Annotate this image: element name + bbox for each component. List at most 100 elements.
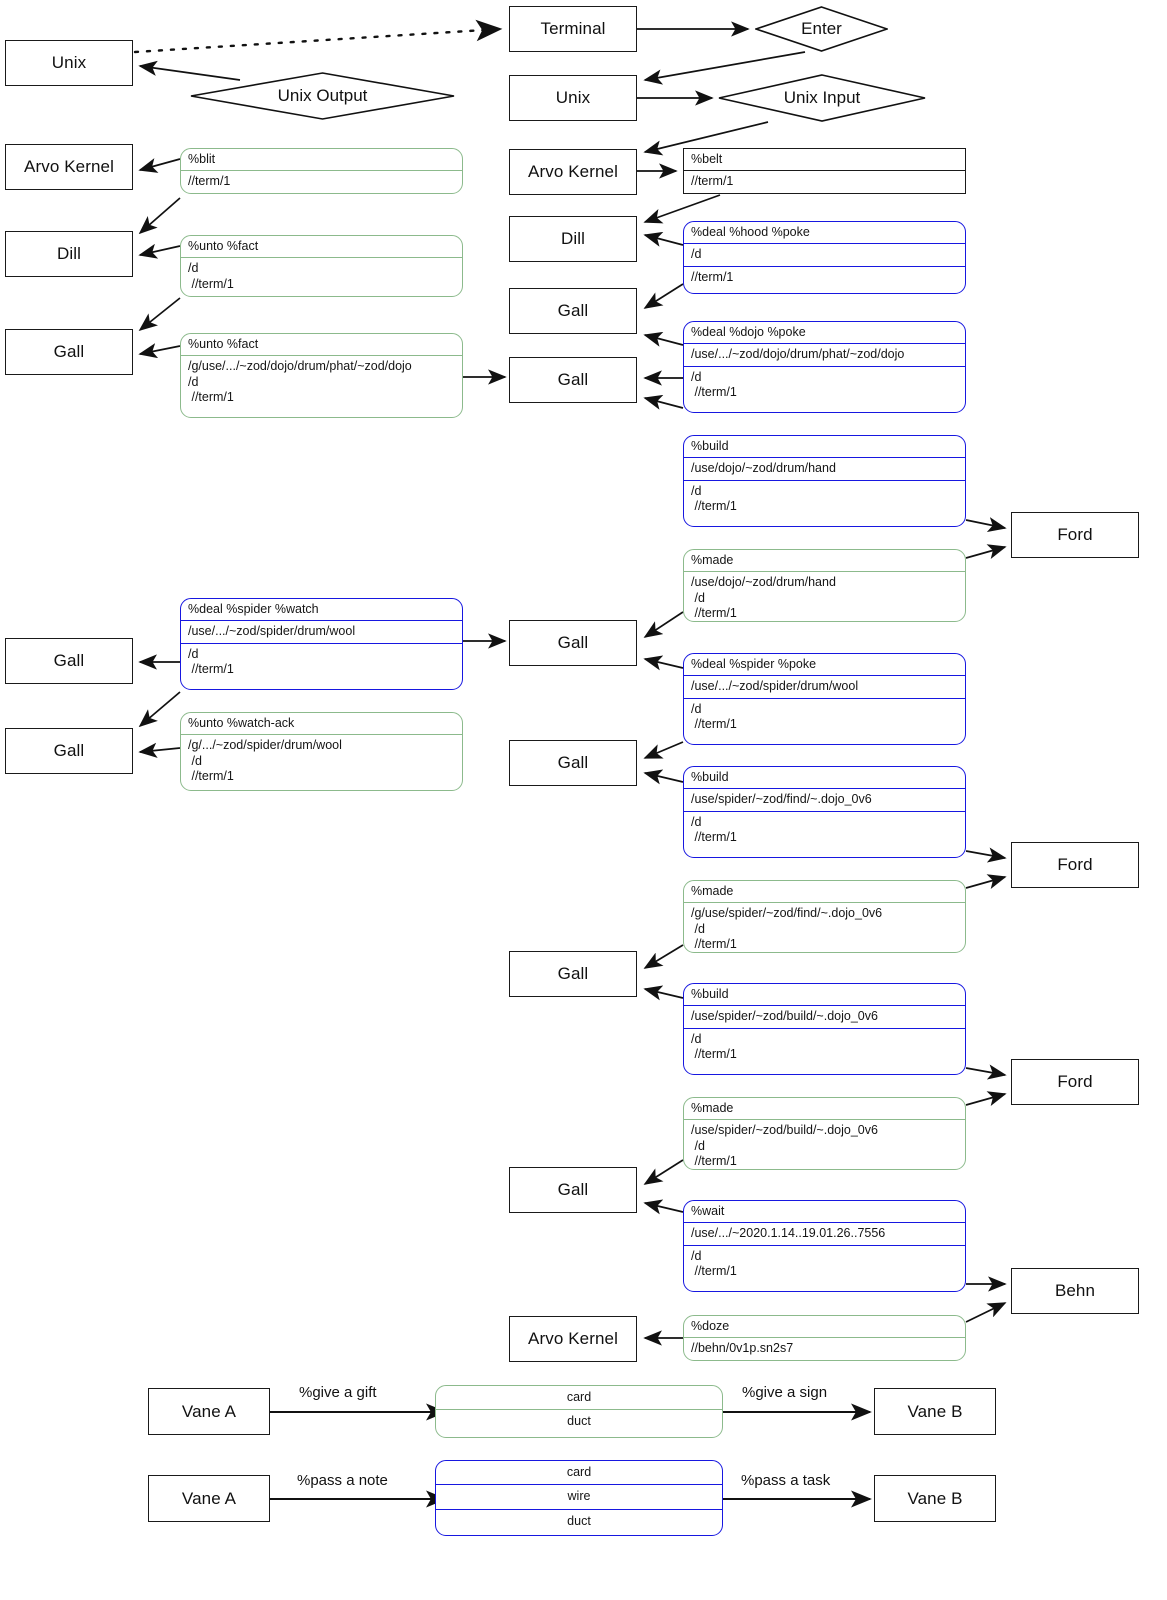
n-arvo-right: Arvo Kernel: [509, 149, 637, 195]
diamond-label: Unix Input: [783, 88, 861, 107]
c-deal-spider-poke: %deal %spider %poke/use/.../~zod/spider/…: [683, 653, 966, 745]
node-label: Vane A: [181, 1401, 237, 1421]
n-dill-left: Dill: [5, 231, 133, 277]
node-label: Terminal: [540, 19, 606, 38]
n-vane-a-1: Vane A: [148, 1388, 270, 1435]
n-gall-left-1: Gall: [5, 329, 133, 375]
node-label: Vane A: [181, 1488, 237, 1508]
c-unto-watch-ack: %unto %watch-ack/g/.../~zod/spider/drum/…: [180, 712, 463, 791]
node-label: Gall: [53, 342, 85, 361]
node-label: Arvo Kernel: [24, 157, 114, 176]
n-unix-right: Unix: [509, 75, 637, 121]
card-row: /g/use/spider/~zod/find/~.dojo_0v6 /d //…: [684, 902, 965, 952]
card-row: /d //term/1: [684, 810, 965, 849]
n-terminal: Terminal: [509, 6, 637, 52]
c-made-build: %made/use/spider/~zod/build/~.dojo_0v6 /…: [683, 1097, 966, 1170]
card-row: /d //term/1: [684, 1027, 965, 1066]
c-deal-hood: %deal %hood %poke/d//term/1: [683, 221, 966, 294]
node-label: Dill: [560, 229, 585, 248]
d-unix-input: Unix Input: [718, 74, 926, 122]
c-doze: %doze //behn/0v1p.sn2s7: [683, 1315, 966, 1361]
diamond-label: Unix Output: [277, 86, 368, 105]
card-row: %blit: [188, 152, 216, 166]
c-build-find: %build/use/spider/~zod/find/~.dojo_0v6/d…: [683, 766, 966, 858]
card-row: /use/.../~zod/dojo/drum/phat/~zod/dojo: [684, 343, 965, 365]
node-label: Arvo Kernel: [528, 1329, 618, 1348]
card-row: /d //term/1: [684, 1244, 965, 1283]
n-gall-r4: Gall: [509, 740, 637, 786]
card-row: /d //term/1: [684, 479, 965, 518]
card-row: /use/.../~zod/spider/drum/wool: [684, 675, 965, 697]
n-vane-b-1: Vane B: [874, 1388, 996, 1435]
diamond-label: Enter: [801, 19, 842, 38]
card-row: /g/use/.../~zod/dojo/drum/phat/~zod/dojo…: [181, 355, 462, 408]
card-row: /d //term/1: [181, 257, 462, 295]
n-gall-left-3: Gall: [5, 728, 133, 774]
card-row: %made: [691, 553, 734, 567]
card-row: /use/spider/~zod/build/~.dojo_0v6 /d //t…: [684, 1119, 965, 1169]
node-label: Gall: [557, 370, 589, 389]
card-row: %made: [691, 1101, 734, 1115]
card-row: %deal %hood %poke: [691, 225, 810, 239]
card-row: %made: [691, 884, 734, 898]
n-ford-2: Ford: [1011, 842, 1139, 888]
node-label: Ford: [1057, 525, 1093, 544]
node-label: Gall: [557, 301, 589, 320]
el-give-gift: %give a gift: [299, 1384, 377, 1401]
c-made-hand: %made/use/dojo/~zod/drum/hand /d //term/…: [683, 549, 966, 622]
node-label: Gall: [557, 964, 589, 983]
diamond-shape: [755, 6, 888, 52]
el-pass-note: %pass a note: [297, 1472, 388, 1489]
card-row: %doze: [691, 1319, 730, 1333]
node-label: Gall: [557, 753, 589, 772]
card-row: /use/dojo/~zod/drum/hand /d //term/1: [684, 571, 965, 621]
card-row: %build: [691, 439, 729, 453]
card-row: /d //term/1: [684, 365, 965, 404]
card-row: %unto %watch-ack: [188, 716, 295, 730]
card-row: wire: [436, 1484, 722, 1508]
d-unix-output: Unix Output: [190, 72, 455, 120]
card-row: //term/1: [684, 170, 965, 192]
diamond-shape: [190, 72, 455, 120]
card-row: %deal %spider %watch: [188, 602, 319, 616]
el-pass-task: %pass a task: [741, 1472, 831, 1489]
card-row: card: [566, 1390, 592, 1404]
card-row: /d //term/1: [684, 697, 965, 736]
card-row: //term/1: [684, 265, 965, 288]
card-row: /use/spider/~zod/find/~.dojo_0v6: [684, 788, 965, 810]
node-label: Ford: [1057, 855, 1093, 874]
el-give-sign: %give a sign: [742, 1384, 828, 1401]
node-label: Arvo Kernel: [528, 162, 618, 181]
c-build-build: %build/use/spider/~zod/build/~.dojo_0v6/…: [683, 983, 966, 1075]
diamond-shape: [718, 74, 926, 122]
card-row: %belt: [691, 152, 723, 166]
n-ford-1: Ford: [1011, 512, 1139, 558]
card-row: %wait: [691, 1204, 725, 1218]
n-dill-right: Dill: [509, 216, 637, 262]
card-row: %build: [691, 770, 729, 784]
c-deal-spider-watch: %deal %spider %watch/use/.../~zod/spider…: [180, 598, 463, 690]
node-label: Gall: [557, 1180, 589, 1199]
node-label: Unix: [555, 88, 591, 107]
card-row: duct: [436, 1508, 722, 1533]
card-row: /use/dojo/~zod/drum/hand: [684, 457, 965, 479]
node-label: Vane B: [907, 1488, 963, 1508]
n-ford-3: Ford: [1011, 1059, 1139, 1105]
card-row: //term/1: [181, 170, 462, 192]
n-gall-r3: Gall: [509, 620, 637, 666]
n-vane-a-2: Vane A: [148, 1475, 270, 1522]
card-row: card: [566, 1465, 592, 1479]
card-row: /d: [684, 243, 965, 265]
node-label: Gall: [557, 633, 589, 652]
n-gall-left-2: Gall: [5, 638, 133, 684]
c-wait: %wait/use/.../~2020.1.14..19.01.26..7556…: [683, 1200, 966, 1292]
card-row: //behn/0v1p.sn2s7: [684, 1337, 965, 1359]
c-belt: %belt //term/1: [683, 148, 966, 194]
card-row: /g/.../~zod/spider/drum/wool /d //term/1: [181, 734, 462, 787]
n-gall-r6: Gall: [509, 1167, 637, 1213]
n-vane-b-2: Vane B: [874, 1475, 996, 1522]
dotted-unix-terminal-edge: [133, 19, 503, 54]
node-label: Gall: [53, 741, 85, 760]
n-gall-r1: Gall: [509, 288, 637, 334]
